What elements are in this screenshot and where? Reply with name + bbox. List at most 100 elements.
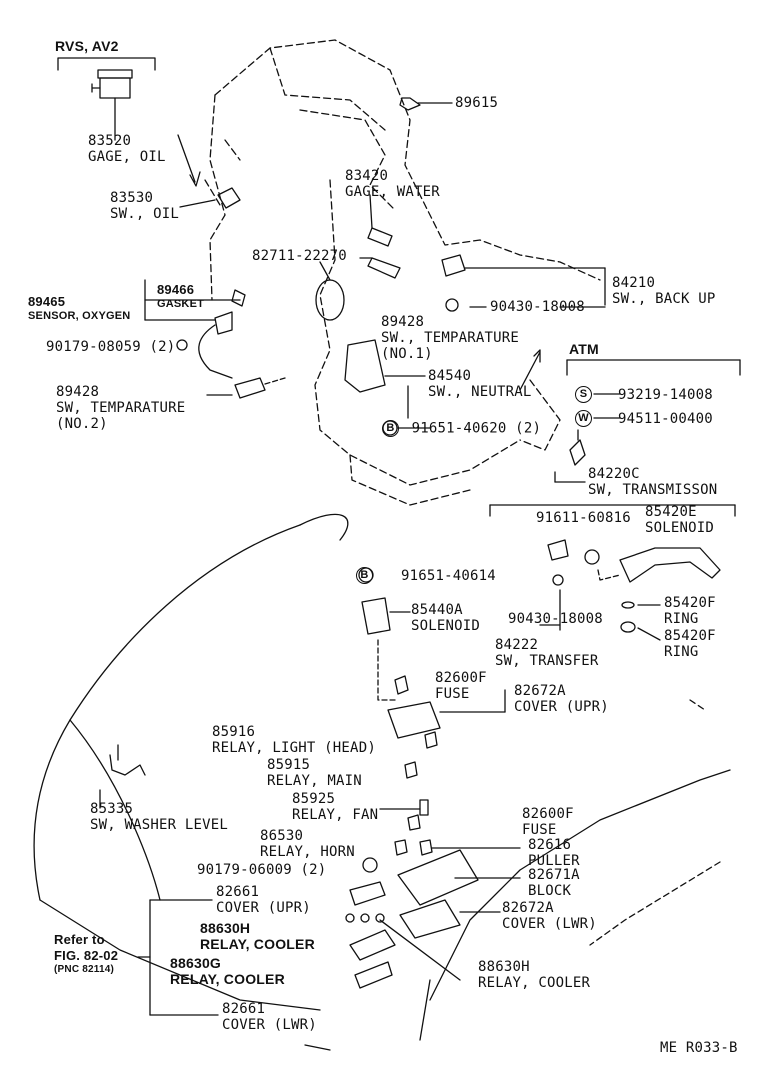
part-number: 93219-14008 <box>618 386 713 403</box>
part-number: 84222 <box>495 637 539 653</box>
engine-block-outline <box>204 39 601 506</box>
part-name: FUSE <box>435 686 470 702</box>
part-number: 90179-08059 (2) <box>46 339 176 355</box>
part-name: SW., OIL <box>110 206 180 222</box>
part-number: 82661 <box>222 1001 266 1017</box>
part-number: 88630H <box>478 959 530 975</box>
oil-switch-icon <box>217 187 241 209</box>
part-name: GAGE, WATER <box>345 184 440 200</box>
part-name: RING <box>664 644 699 660</box>
part-name: RELAY, HORN <box>260 844 355 860</box>
part-number: 82671A <box>528 867 580 883</box>
part-name: RELAY, COOLER <box>478 975 591 991</box>
part-name: RELAY, MAIN <box>267 773 362 789</box>
part-number: 82600F <box>435 670 487 686</box>
part-90430-a: 90430-18008 <box>490 299 585 315</box>
part-name: RING <box>664 611 699 627</box>
part-extra: (NO.2) <box>56 416 108 432</box>
part-number: 89466 <box>157 282 195 297</box>
part-number: 89428 <box>381 314 425 330</box>
atm-label: ATM <box>569 341 599 357</box>
part-name: SENSOR, OXYGEN <box>28 310 131 322</box>
refer-line2: FIG. 82-02 <box>54 948 119 963</box>
washer-badge-icon: W <box>575 410 592 427</box>
part-number: 83520 <box>88 133 132 149</box>
part-number: 85420F <box>664 628 716 644</box>
oil-gage-icon <box>91 69 133 141</box>
part-90179-08059: 90179-08059 (2) <box>46 339 175 355</box>
part-name: SW., BACK UP <box>612 291 716 307</box>
part-name: SOLENOID <box>411 618 481 634</box>
part-name: SW., TEMPARATURE <box>381 330 520 346</box>
stud-badge-icon: S <box>575 386 592 403</box>
part-name: SW., NEUTRAL <box>428 384 532 400</box>
part-name: FUSE <box>522 822 557 838</box>
part-number: 85335 <box>90 801 134 817</box>
part-number: 85915 <box>267 757 311 773</box>
part-number: 82711-22270 <box>252 248 347 264</box>
bolt-badge-icon: B <box>356 567 373 584</box>
part-number: 91651-40620 (2) <box>411 420 542 437</box>
part-number: 83530 <box>110 190 154 206</box>
part-number: 84210 <box>612 275 656 291</box>
part-93219-14008: S 93219-14008 <box>575 386 713 403</box>
part-name: COVER (LWR) <box>222 1017 317 1033</box>
part-number: 89465 <box>28 294 66 309</box>
bolt-badge-icon: B <box>382 420 399 437</box>
part-89615: 89615 <box>455 95 498 111</box>
part-90430-b: 90430-18008 <box>508 611 603 627</box>
part-name: SW, TRANSFER <box>495 653 599 669</box>
part-number: 85440A <box>411 602 463 618</box>
part-name: BLOCK <box>528 883 572 899</box>
part-number: 82661 <box>216 884 260 900</box>
neutral-switch-icon <box>344 339 386 393</box>
part-name: COVER (UPR) <box>216 900 311 916</box>
part-name: RELAY, LIGHT (HEAD) <box>212 740 376 756</box>
part-number: 84540 <box>428 368 472 384</box>
header-rvs-av2: RVS, AV2 <box>55 38 119 54</box>
part-name: SW, TRANSMISSON <box>588 482 718 498</box>
part-name: GAGE, OIL <box>88 149 166 165</box>
part-name: RELAY, COOLER <box>170 971 285 987</box>
part-number: 85420E <box>645 504 697 520</box>
part-91651-40614: B 91651-40614 <box>356 567 496 584</box>
part-number: 82616 <box>528 837 572 853</box>
block-82671a-icon <box>397 849 479 906</box>
part-number: 88630G <box>170 955 222 971</box>
part-91611: 91611-60816 <box>536 510 631 526</box>
part-number: 85420F <box>664 595 716 611</box>
footer-code: ME R033-B <box>660 1040 738 1056</box>
part-number: 89428 <box>56 384 100 400</box>
part-number: 89615 <box>455 95 499 111</box>
part-name: PULLER <box>528 853 580 869</box>
part-number: 85916 <box>212 724 256 740</box>
part-number: 91651-40614 <box>401 567 496 584</box>
part-number: 83420 <box>345 168 389 184</box>
part-number: 84220C <box>588 466 640 482</box>
